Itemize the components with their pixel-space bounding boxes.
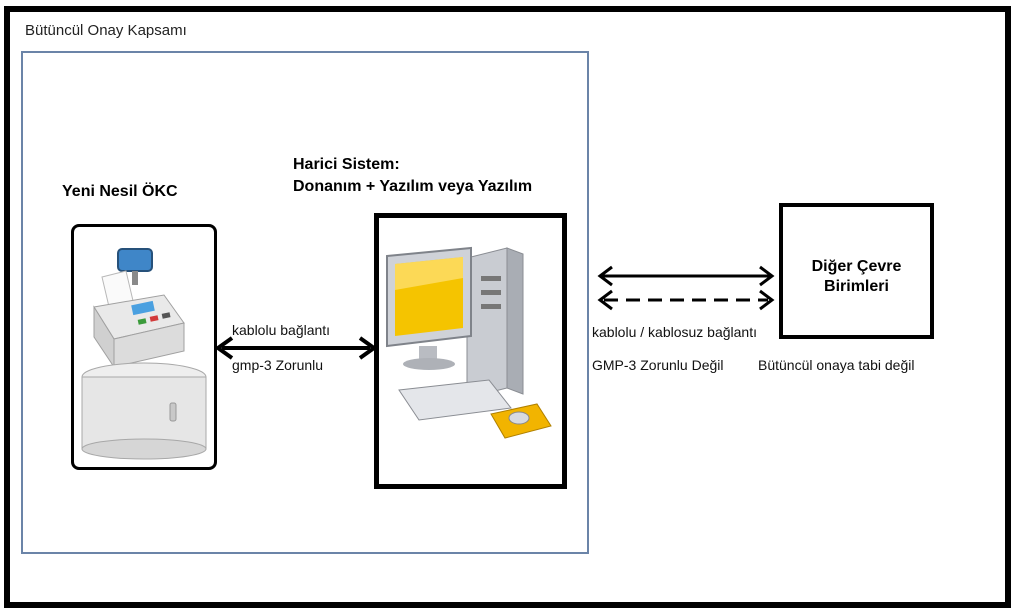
- wireless-link-arrow: [597, 289, 775, 311]
- scope-title: Bütüncül Onay Kapsamı: [25, 22, 187, 39]
- desktop-computer-icon: [386, 246, 552, 439]
- cash-register-icon: [81, 248, 207, 460]
- left-link-label: kablolu bağlantı: [232, 322, 331, 338]
- other-peripherals-box: Diğer Çevre Birimleri: [779, 203, 934, 339]
- okc-title: Yeni Nesil ÖKC: [62, 183, 178, 200]
- wired-connection-arrow: [214, 336, 378, 360]
- other-units-title-line1: Diğer Çevre: [811, 258, 902, 275]
- left-link-requirement: gmp-3 Zorunlu: [232, 357, 324, 373]
- external-system-title-line1: Harici Sistem:: [293, 156, 400, 173]
- other-units-title-line2: Birimleri: [824, 278, 889, 295]
- external-system-title-line2: Donanım + Yazılım veya Yazılım: [293, 178, 533, 195]
- external-system-pc-box: [374, 213, 567, 489]
- okc-device-box: [71, 224, 217, 470]
- right-scope-note: Bütüncül onaya tabi değil: [758, 357, 915, 373]
- right-link-label: kablolu / kablosuz bağlantı: [592, 324, 757, 340]
- right-link-requirement: GMP-3 Zorunlu Değil: [592, 357, 724, 373]
- wired-link-arrow: [597, 265, 775, 287]
